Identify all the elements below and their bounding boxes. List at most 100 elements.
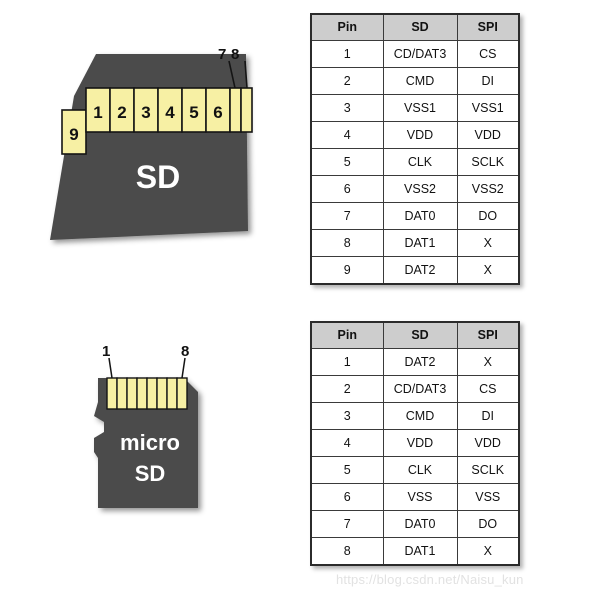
cell-pin: 4 [310,429,384,457]
cell-pin: 3 [310,402,384,430]
table-row: 3 CMD DI [310,402,520,430]
column-header-spi: SPI [456,321,520,349]
cell-pin: 8 [310,537,384,566]
column-header-sd: SD [382,321,458,349]
cell-spi: X [456,537,520,566]
table-row: 5 CLK SCLK [310,456,520,484]
column-header-spi: SPI [456,13,520,41]
cell-spi: DO [456,202,520,230]
table-row: 6 VSS VSS [310,483,520,511]
microsd-callout-leader-1 [108,357,113,379]
microsd-pin-8 [176,377,188,410]
cell-sd: VSS1 [382,94,458,122]
cell-pin: 4 [310,121,384,149]
microsd-pin-6 [156,377,168,410]
table-row: 4 VDD VDD [310,429,520,457]
cell-spi: VSS [456,483,520,511]
table-row: 4 VDD VDD [310,121,520,149]
microsd-card-label-line2: SD [135,461,166,486]
cell-sd: CLK [382,148,458,176]
cell-pin: 8 [310,229,384,257]
sd-card-illustration: 9 1 2 3 4 5 6 SD 7 8 [36,46,266,248]
microsd-pinout-table: Pin SD SPI 1 DAT2 X 2 CD/DAT3 CS 3 CMD D… [310,321,520,566]
cell-sd: VDD [382,121,458,149]
table-row: 5 CLK SCLK [310,148,520,176]
sd-pin-5-label: 5 [189,103,198,122]
sd-pin-6-label: 6 [213,103,222,122]
cell-spi: X [456,348,520,376]
cell-pin: 9 [310,256,384,285]
sd-pin-4 [157,87,183,133]
cell-sd: DAT0 [382,202,458,230]
microsd-pin-3 [126,377,138,410]
table-row: 8 DAT1 X [310,229,520,257]
cell-pin: 6 [310,175,384,203]
microsd-pin-7 [166,377,178,410]
cell-spi: VSS1 [456,94,520,122]
microsd-callout-leader-8 [181,357,186,379]
sd-pin-3-label: 3 [141,103,150,122]
cell-sd: VDD [382,429,458,457]
sd-callout-7: 7 [218,46,227,63]
microsd-pin-2 [116,377,128,410]
table-row: 3 VSS1 VSS1 [310,94,520,122]
cell-spi: DI [456,67,520,95]
cell-sd: VSS [382,483,458,511]
microsd-card-label-line1: micro [120,430,180,455]
microsd-callout-8: 8 [181,343,190,360]
cell-sd: DAT2 [382,348,458,376]
table-header-row: Pin SD SPI [310,321,520,349]
sd-pin-7 [229,87,242,133]
cell-spi: CS [456,40,520,68]
cell-pin: 2 [310,67,384,95]
column-header-pin: Pin [310,13,384,41]
sd-pin-1-label: 1 [93,103,102,122]
cell-spi: SCLK [456,456,520,484]
cell-pin: 2 [310,375,384,403]
watermark-text: https://blog.csdn.net/Naisu_kun [336,572,524,587]
sd-pin-4-label: 4 [165,103,175,122]
cell-spi: SCLK [456,148,520,176]
microsd-callout-1: 1 [102,343,111,360]
sd-pin-1 [85,87,111,133]
table-row: 8 DAT1 X [310,537,520,566]
cell-sd: CMD [382,67,458,95]
microsd-pin-5 [146,377,158,410]
cell-spi: X [456,229,520,257]
cell-pin: 5 [310,456,384,484]
cell-pin: 3 [310,94,384,122]
sd-pin-6 [205,87,231,133]
table-row: 7 DAT0 DO [310,202,520,230]
cell-sd: VSS2 [382,175,458,203]
sd-pin-5 [181,87,207,133]
microsd-pin-1 [106,377,118,410]
column-header-sd: SD [382,13,458,41]
table-row: 2 CD/DAT3 CS [310,375,520,403]
cell-spi: VDD [456,429,520,457]
cell-spi: VDD [456,121,520,149]
column-header-pin: Pin [310,321,384,349]
sd-callout-leader-8 [244,60,248,89]
cell-pin: 7 [310,510,384,538]
cell-pin: 5 [310,148,384,176]
sd-pin-9-label: 9 [69,125,78,144]
microsd-card-body [94,378,198,508]
sd-pinout-table: Pin SD SPI 1 CD/DAT3 CS 2 CMD DI 3 VSS1 … [310,13,520,285]
cell-pin: 1 [310,40,384,68]
cell-pin: 6 [310,483,384,511]
cell-spi: DO [456,510,520,538]
cell-pin: 7 [310,202,384,230]
microsd-card-illustration: micro SD 1 8 [84,340,224,525]
sd-pin-8 [240,87,253,133]
sd-callout-leader-7 [228,60,236,89]
table-row: 9 DAT2 X [310,256,520,285]
table-row: 6 VSS2 VSS2 [310,175,520,203]
table-row: 7 DAT0 DO [310,510,520,538]
cell-sd: DAT2 [382,256,458,285]
sd-card-label: SD [136,159,180,195]
cell-sd: DAT1 [382,537,458,566]
cell-spi: DI [456,402,520,430]
microsd-pin-4 [136,377,148,410]
cell-sd: DAT1 [382,229,458,257]
